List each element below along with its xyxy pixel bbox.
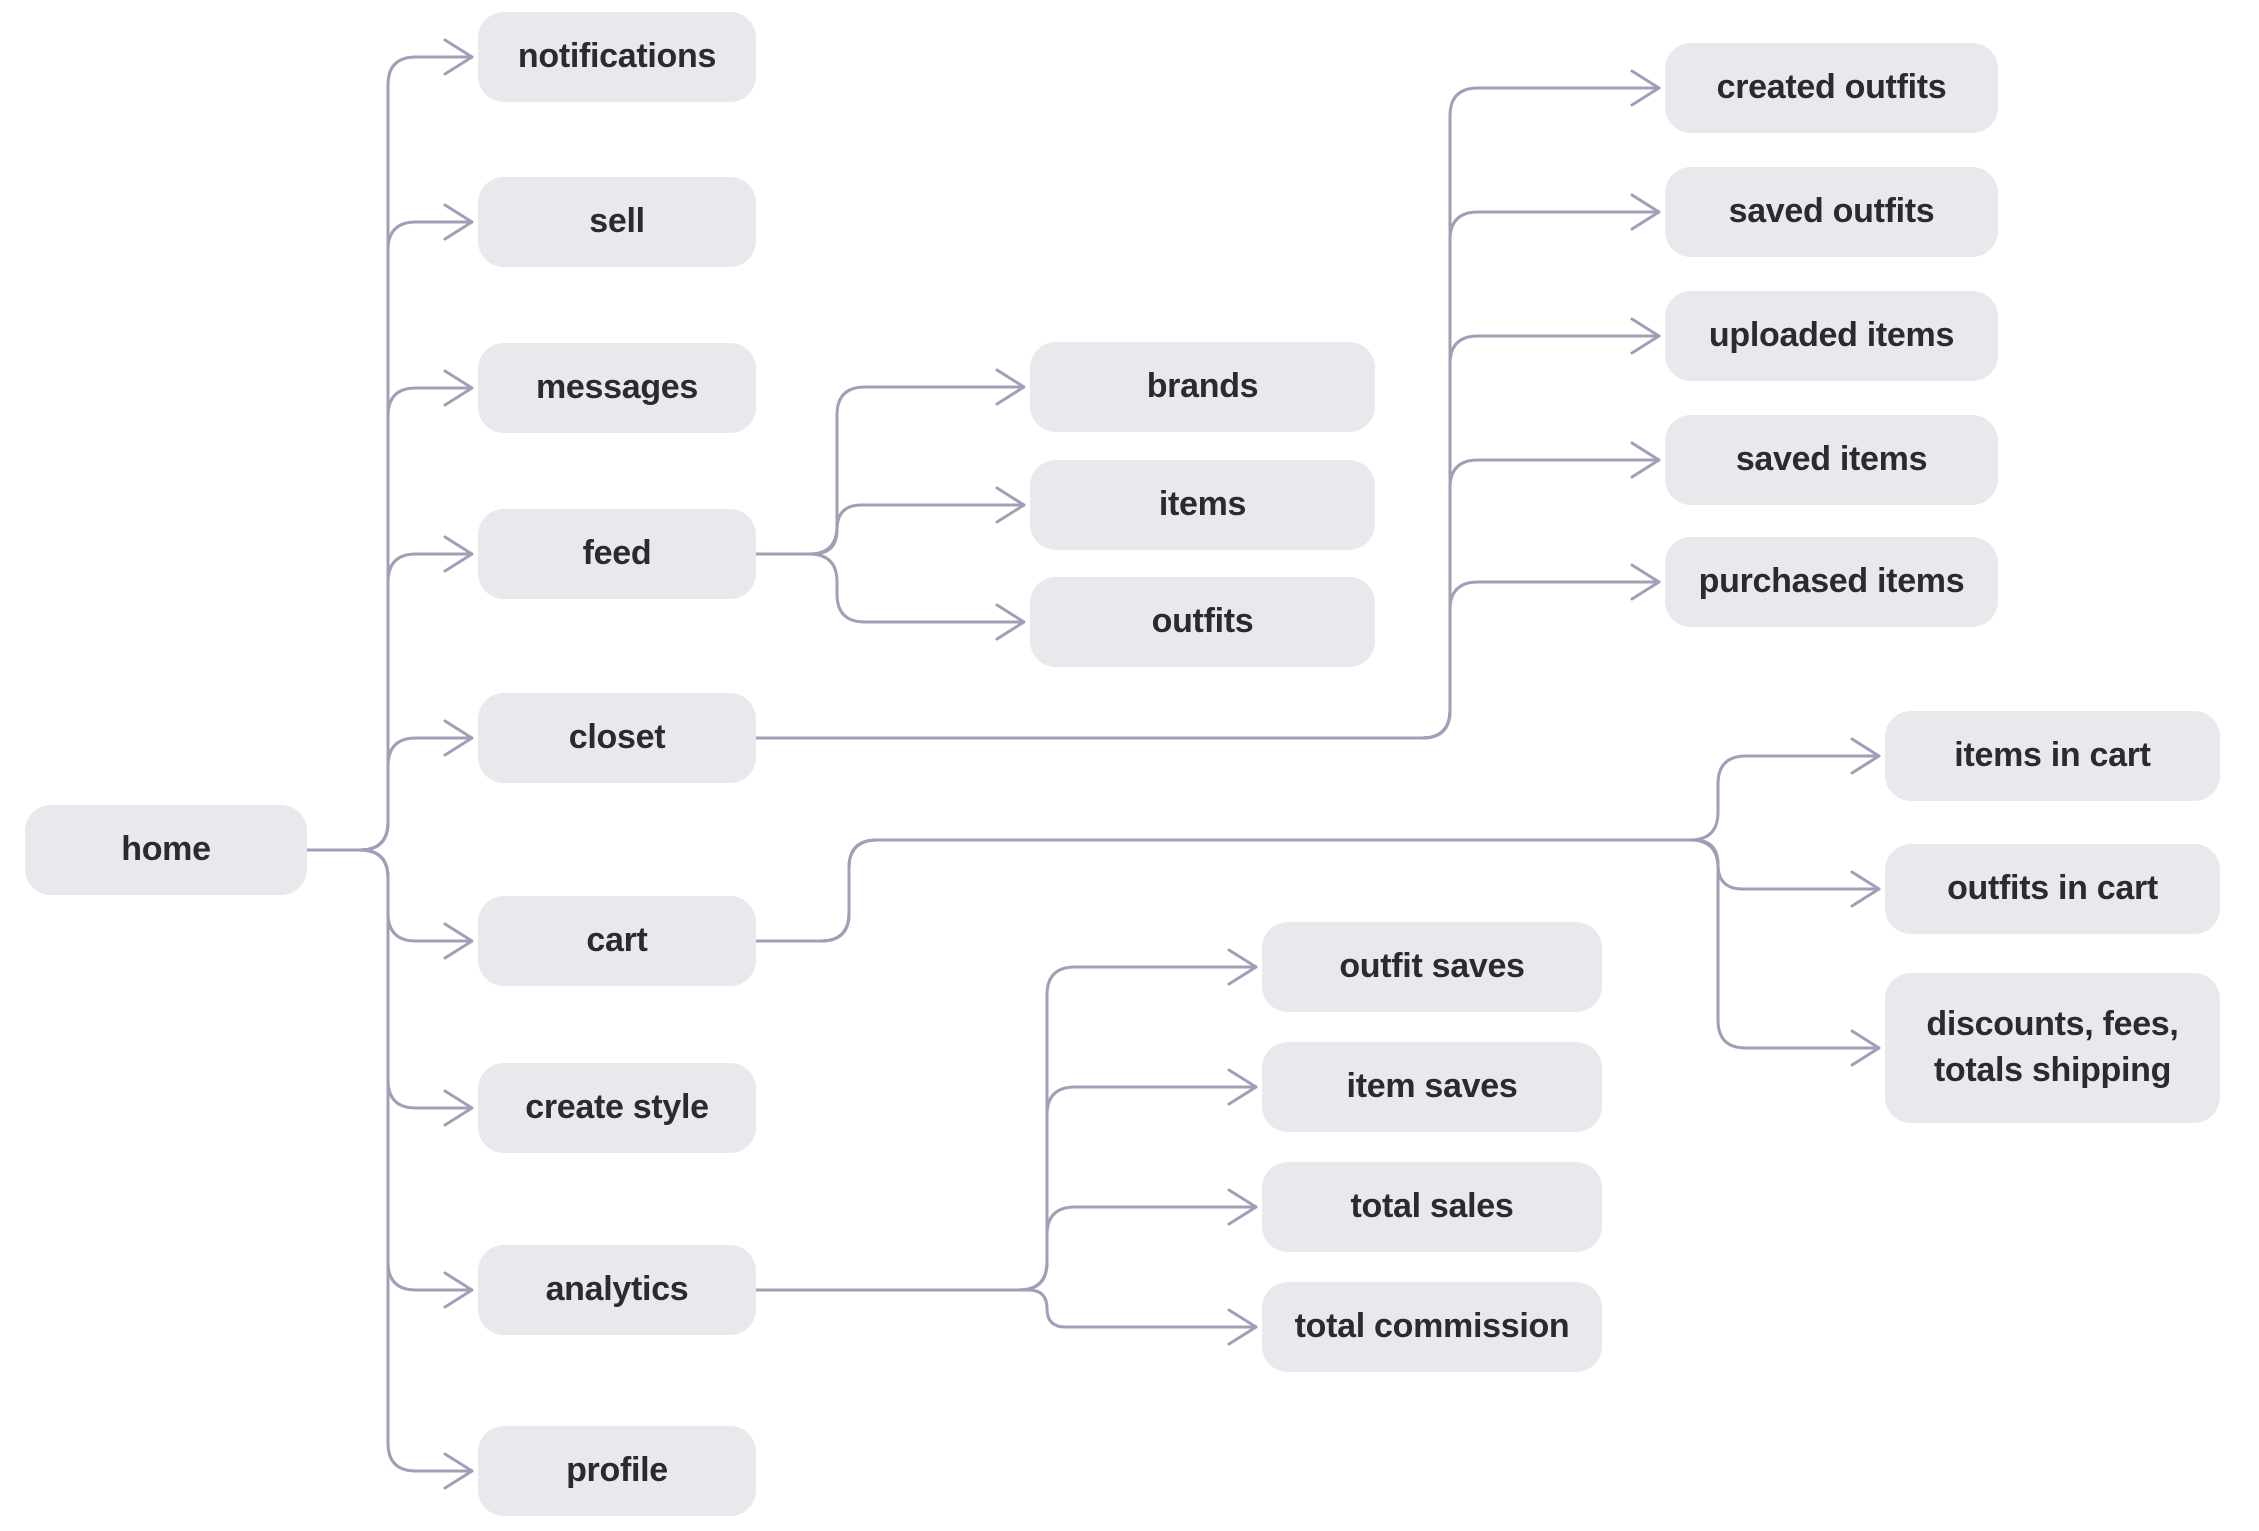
- edge-path-analytics-to-total-commission: [754, 1288, 1258, 1329]
- arrowhead-icon-discounts-fees-totals-shipping: [1850, 1029, 1881, 1067]
- node-total-sales: total sales: [1262, 1162, 1602, 1252]
- edge-path-closet-to-purchased-items: [754, 580, 1661, 740]
- node-total-commission: total commission: [1262, 1282, 1602, 1372]
- arrowhead-icon-messages: [443, 369, 474, 407]
- node-closet: closet: [478, 693, 756, 783]
- node-saved-outfits: saved outfits: [1665, 167, 1998, 257]
- edge-path-feed-to-outfits: [754, 552, 1026, 624]
- arrowhead-icon-sell: [443, 203, 474, 241]
- node-created-outfits: created outfits: [1665, 43, 1998, 133]
- arrowhead-icon-profile: [443, 1452, 474, 1490]
- node-home: home: [25, 805, 307, 895]
- node-purchased-items: purchased items: [1665, 537, 1998, 627]
- node-discounts-fees-totals-shipping: discounts, fees, totals shipping: [1885, 973, 2220, 1123]
- node-outfits-in-cart: outfits in cart: [1885, 844, 2220, 934]
- arrowhead-icon-outfits-in-cart: [1850, 870, 1881, 908]
- arrowhead-icon-saved-items: [1630, 441, 1661, 479]
- arrowhead-icon-item-saves: [1227, 1068, 1258, 1106]
- arrowhead-icon-cart: [443, 922, 474, 960]
- arrowhead-icon-notifications: [443, 38, 474, 76]
- edge-path-feed-to-brands: [754, 385, 1026, 556]
- node-uploaded-items: uploaded items: [1665, 291, 1998, 381]
- node-sell: sell: [478, 177, 756, 267]
- node-profile: profile: [478, 1426, 756, 1516]
- edge-path-home-to-profile: [305, 848, 474, 1473]
- arrowhead-icon-items-in-cart: [1850, 737, 1881, 775]
- node-create-style: create style: [478, 1063, 756, 1153]
- arrowhead-icon-create-style: [443, 1089, 474, 1127]
- node-outfits: outfits: [1030, 577, 1375, 667]
- node-messages: messages: [478, 343, 756, 433]
- arrowhead-icon-created-outfits: [1630, 69, 1661, 107]
- arrowhead-icon-total-commission: [1227, 1308, 1258, 1346]
- node-feed: feed: [478, 509, 756, 599]
- node-analytics: analytics: [478, 1245, 756, 1335]
- arrowhead-icon-uploaded-items: [1630, 317, 1661, 355]
- arrowhead-icon-outfits: [995, 603, 1026, 641]
- edge-path-cart-to-discounts-fees-totals-shipping: [754, 838, 1881, 1050]
- node-brands: brands: [1030, 342, 1375, 432]
- arrowhead-icon-closet: [443, 719, 474, 757]
- arrowhead-icon-feed: [443, 535, 474, 573]
- arrowhead-icon-items: [995, 486, 1026, 524]
- node-outfit-saves: outfit saves: [1262, 922, 1602, 1012]
- node-cart: cart: [478, 896, 756, 986]
- arrowhead-icon-saved-outfits: [1630, 193, 1661, 231]
- node-items: items: [1030, 460, 1375, 550]
- edge-path-home-to-closet: [305, 736, 474, 852]
- edge-path-analytics-to-total-sales: [754, 1205, 1258, 1292]
- node-item-saves: item saves: [1262, 1042, 1602, 1132]
- arrowhead-icon-analytics: [443, 1271, 474, 1309]
- arrowhead-icon-purchased-items: [1630, 563, 1661, 601]
- edge-path-analytics-to-outfit-saves: [754, 965, 1258, 1292]
- edge-path-feed-to-items: [754, 503, 1026, 556]
- node-items-in-cart: items in cart: [1885, 711, 2220, 801]
- arrowhead-icon-total-sales: [1227, 1188, 1258, 1226]
- node-notifications: notifications: [478, 12, 756, 102]
- edge-path-analytics-to-item-saves: [754, 1085, 1258, 1292]
- arrowhead-icon-brands: [995, 368, 1026, 406]
- node-saved-items: saved items: [1665, 415, 1998, 505]
- arrowhead-icon-outfit-saves: [1227, 948, 1258, 986]
